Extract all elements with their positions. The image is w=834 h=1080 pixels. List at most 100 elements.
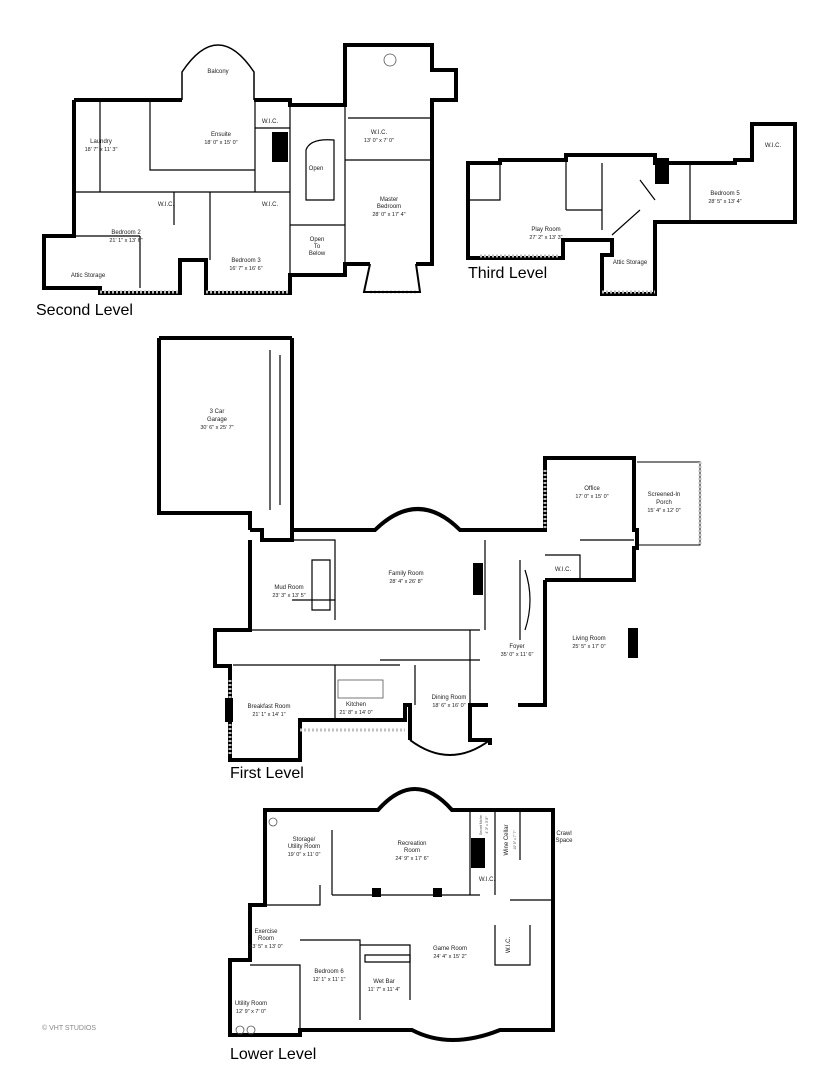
crawl-space-label-1: Crawl <box>556 831 571 837</box>
attic-storage-3-label: Attic Storage <box>613 260 648 266</box>
garage-label-2: Garage <box>207 417 228 423</box>
kitchen-dim: 21' 8" x 14' 0" <box>339 710 372 716</box>
garage-wall <box>157 336 294 530</box>
second-level-plan: Balcony Laundry 18' 7" x 11' 3" Ensuite … <box>36 43 458 319</box>
sump-pump <box>268 817 278 827</box>
recreation-label-1: Recreation <box>397 841 426 847</box>
lower-level-interior-walls <box>250 810 553 1030</box>
column-1 <box>372 888 381 897</box>
master-wic-dim: 13' 0" x 7' 0" <box>364 138 394 144</box>
foyer-staircase <box>524 569 531 631</box>
master-bedroom-label-1: Master <box>380 197 398 203</box>
exercise-label-1: Exercise <box>254 929 278 935</box>
breakfast-room-label: Breakfast Room <box>247 704 290 710</box>
wet-bar-label: Wet Bar <box>373 979 395 985</box>
exercise-dim: 13' 5" x 13' 0" <box>249 944 282 950</box>
bedroom5-dim: 28' 5" x 13' 4" <box>708 199 741 205</box>
secret-niche-label: Secret Niche <box>479 815 483 835</box>
second-level-interior-walls <box>74 100 430 288</box>
wic-third-label: W.I.C. <box>765 143 782 149</box>
column-2 <box>433 888 442 897</box>
master-bay-window <box>362 263 422 293</box>
porch-label-2: Porch <box>656 500 672 506</box>
secret-niche-dim: 4' 3" x 3' 8" <box>485 816 489 834</box>
third-level-outer-wall <box>466 122 797 296</box>
family-room-dim: 28' 4" x 26' 8" <box>389 579 422 585</box>
balcony-label: Balcony <box>207 69 228 75</box>
first-level-interior-walls <box>233 539 634 720</box>
mud-room-dim: 23' 3" x 13' 5" <box>272 593 305 599</box>
crawl-space-label-2: Space <box>555 838 573 844</box>
bedroom5-label: Bedroom 5 <box>710 191 740 197</box>
recreation-label-2: Room <box>404 848 420 854</box>
kitchen-island <box>337 679 384 699</box>
open-to-below-label-2: To <box>314 244 321 250</box>
lower-level-outer-wall <box>228 787 555 1042</box>
attic-storage-2-label: Attic Storage <box>71 273 106 279</box>
third-level-windows <box>480 254 655 294</box>
wic-lower2-label: W.I.C. <box>506 937 512 954</box>
breakfast-room-fireplace <box>225 698 233 722</box>
utility-tank-2 <box>246 1025 256 1035</box>
balcony-outline <box>181 44 255 100</box>
living-room-dim: 25' 5" x 17' 0" <box>572 644 605 650</box>
foyer-label: Foyer <box>509 644 524 650</box>
utility-tank-1 <box>235 1025 245 1035</box>
wine-cellar-dim: 10' 5" x 7' 7" <box>513 830 517 850</box>
foyer-dim: 35' 0" x 11' 6" <box>501 652 534 658</box>
wic-first-label: W.I.C. <box>555 567 572 573</box>
open-to-below-label-3: Below <box>309 251 326 257</box>
bedroom6-label: Bedroom 6 <box>314 969 344 975</box>
play-room-label: Play Room <box>531 227 560 233</box>
living-room-label: Living Room <box>572 636 605 642</box>
wic-ensuite-label: W.I.C. <box>262 119 279 125</box>
game-room-dim: 24' 4" x 15' 2" <box>433 954 466 960</box>
utility-room-dim: 12' 9" x 7' 0" <box>236 1009 266 1015</box>
garage-dim: 30' 6" x 25' 7" <box>200 425 233 431</box>
second-level-outer-wall <box>42 43 458 295</box>
bedroom3-label: Bedroom 3 <box>231 258 261 264</box>
wic-bed3-label: W.I.C. <box>262 202 279 208</box>
open-label: Open <box>309 166 324 172</box>
game-room-label: Game Room <box>433 946 467 952</box>
master-wic-label: W.I.C. <box>371 130 388 136</box>
first-level-plan: 3 Car Garage 30' 6" x 25' 7" Office 17' … <box>157 336 702 782</box>
credit-text: © VHT STUDIOS <box>42 1024 96 1032</box>
first-level-windows <box>228 462 702 755</box>
wet-bar-dim: 11' 7" x 11' 4" <box>368 987 400 993</box>
first-level-title: First Level <box>230 765 304 782</box>
utility-room-label: Utility Room <box>235 1001 267 1007</box>
mud-room-label: Mud Room <box>274 585 303 591</box>
lower-level-fireplace <box>471 838 485 868</box>
third-level-interior-walls <box>468 160 691 236</box>
wine-cellar-label: Wine Cellar <box>504 824 510 855</box>
tub-icon <box>383 53 397 67</box>
porch-label-1: Screened-In <box>648 492 681 498</box>
laundry-dim: 18' 7" x 11' 3" <box>85 147 118 153</box>
open-to-below-label-1: Open <box>310 237 325 243</box>
third-level-plan: Play Room 27' 2" x 13' 3" Bedroom 5 28' … <box>466 122 797 296</box>
bedroom2-dim: 21' 1" x 13' 6" <box>109 238 142 244</box>
third-level-title: Third Level <box>468 265 547 282</box>
storage-utility-dim: 19' 0" x 11' 0" <box>288 852 321 858</box>
living-room-fireplace <box>628 628 638 658</box>
ensuite-label: Ensuite <box>211 132 232 138</box>
storage-utility-label-2: Utility Room <box>288 844 320 850</box>
second-level-title: Second Level <box>36 302 133 319</box>
third-level-chimney <box>655 158 669 184</box>
lower-level-plan: Storage/ Utility Room 19' 0" x 11' 0" Re… <box>228 787 573 1063</box>
bedroom2-label: Bedroom 2 <box>111 230 141 236</box>
recreation-dim: 24' 9" x 17' 6" <box>395 856 428 862</box>
family-room-label: Family Room <box>388 571 423 577</box>
master-bedroom-label-2: Bedroom <box>377 204 401 210</box>
family-room-fireplace <box>473 563 483 595</box>
garage-doors <box>269 350 281 510</box>
garage-label-1: 3 Car <box>210 409 225 415</box>
breakfast-room-dim: 21' 1" x 14' 1" <box>252 712 285 718</box>
first-level-outer-wall <box>213 456 639 762</box>
office-label: Office <box>584 486 600 492</box>
play-room-dim: 27' 2" x 13' 3" <box>529 235 562 241</box>
storage-utility-label-1: Storage/ <box>293 837 316 843</box>
bedroom6-dim: 12' 1" x 11' 1" <box>313 977 346 983</box>
lower-level-title: Lower Level <box>230 1046 316 1063</box>
